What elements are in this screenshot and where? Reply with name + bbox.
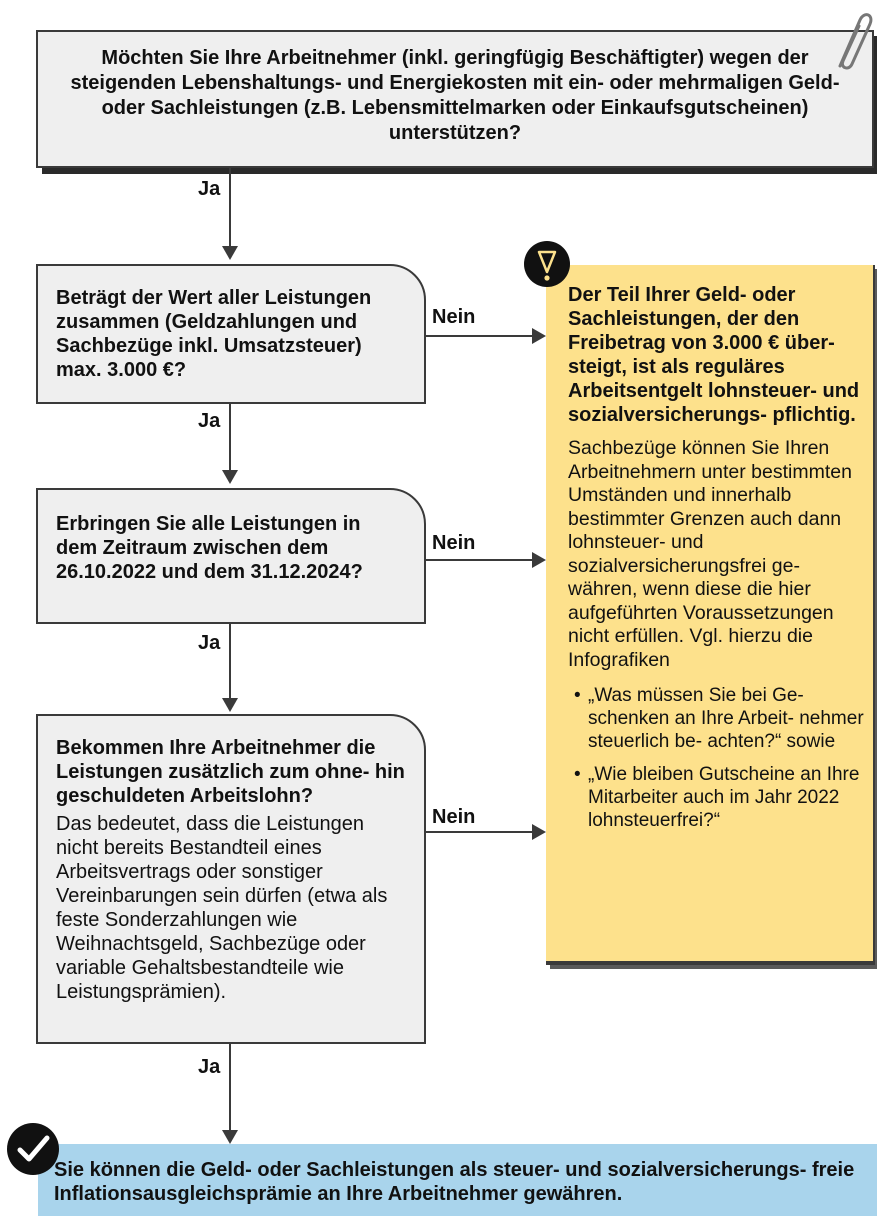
question-3-text: Erbringen Sie alle Leistungen in dem Zei… bbox=[56, 513, 363, 583]
arrow-down-3 bbox=[222, 698, 238, 712]
warning-title: Der Teil Ihrer Geld- oder Sachleistungen… bbox=[568, 284, 860, 426]
question-box-3: Erbringen Sie alle Leistungen in dem Zei… bbox=[36, 488, 426, 624]
result-text: Sie können die Geld- oder Sachleistungen… bbox=[54, 1159, 855, 1205]
question-box-1: Möchten Sie Ihre Arbeitnehmer (inkl. ger… bbox=[36, 30, 874, 168]
arrow-right-1 bbox=[532, 328, 546, 344]
connector-line-4 bbox=[229, 1044, 231, 1132]
yes-label-4: Ja bbox=[198, 1056, 221, 1078]
warning-bullet-list: „Was müssen Sie bei Ge- schenken an Ihre… bbox=[568, 684, 865, 832]
question-box-2: Beträgt der Wert aller Leistungen zusamm… bbox=[36, 264, 426, 404]
exclamation-icon bbox=[524, 241, 570, 287]
question-box-4: Bekommen Ihre Arbeitnehmer die Leistunge… bbox=[36, 714, 426, 1044]
warning-bullet: „Wie bleiben Gutscheine an Ihre Mitarbei… bbox=[572, 763, 865, 832]
checkmark-icon bbox=[7, 1123, 59, 1175]
question-1-text: Möchten Sie Ihre Arbeitnehmer (inkl. ger… bbox=[70, 47, 840, 144]
question-4-text: Das bedeutet, dass die Leistungen nicht … bbox=[56, 813, 388, 1003]
question-4-title: Bekommen Ihre Arbeitnehmer die Leistunge… bbox=[56, 737, 405, 807]
result-box: Sie können die Geld- oder Sachleistungen… bbox=[38, 1144, 877, 1216]
no-line-3 bbox=[426, 831, 534, 833]
yes-label-1: Ja bbox=[198, 178, 221, 200]
yes-label-3: Ja bbox=[198, 632, 221, 654]
arrow-down-1 bbox=[222, 246, 238, 260]
yes-label-2: Ja bbox=[198, 410, 221, 432]
warning-panel: Der Teil Ihrer Geld- oder Sachleistungen… bbox=[546, 265, 875, 965]
arrow-down-4 bbox=[222, 1130, 238, 1144]
no-label-1: Nein bbox=[432, 306, 476, 328]
connector-line-2 bbox=[229, 404, 231, 472]
no-label-3: Nein bbox=[432, 806, 476, 828]
warning-text: Sachbezüge können Sie Ihren Arbeitnehmer… bbox=[568, 437, 852, 671]
paperclip-icon bbox=[838, 13, 873, 70]
no-line-2 bbox=[426, 559, 534, 561]
arrow-right-3 bbox=[532, 824, 546, 840]
connector-line-1 bbox=[229, 168, 231, 248]
question-2-text: Beträgt der Wert aller Leistungen zusamm… bbox=[56, 287, 372, 381]
arrow-down-2 bbox=[222, 470, 238, 484]
no-label-2: Nein bbox=[432, 532, 476, 554]
connector-line-3 bbox=[229, 624, 231, 700]
warning-bullet: „Was müssen Sie bei Ge- schenken an Ihre… bbox=[572, 684, 865, 753]
no-line-1 bbox=[426, 335, 534, 337]
arrow-right-2 bbox=[532, 552, 546, 568]
